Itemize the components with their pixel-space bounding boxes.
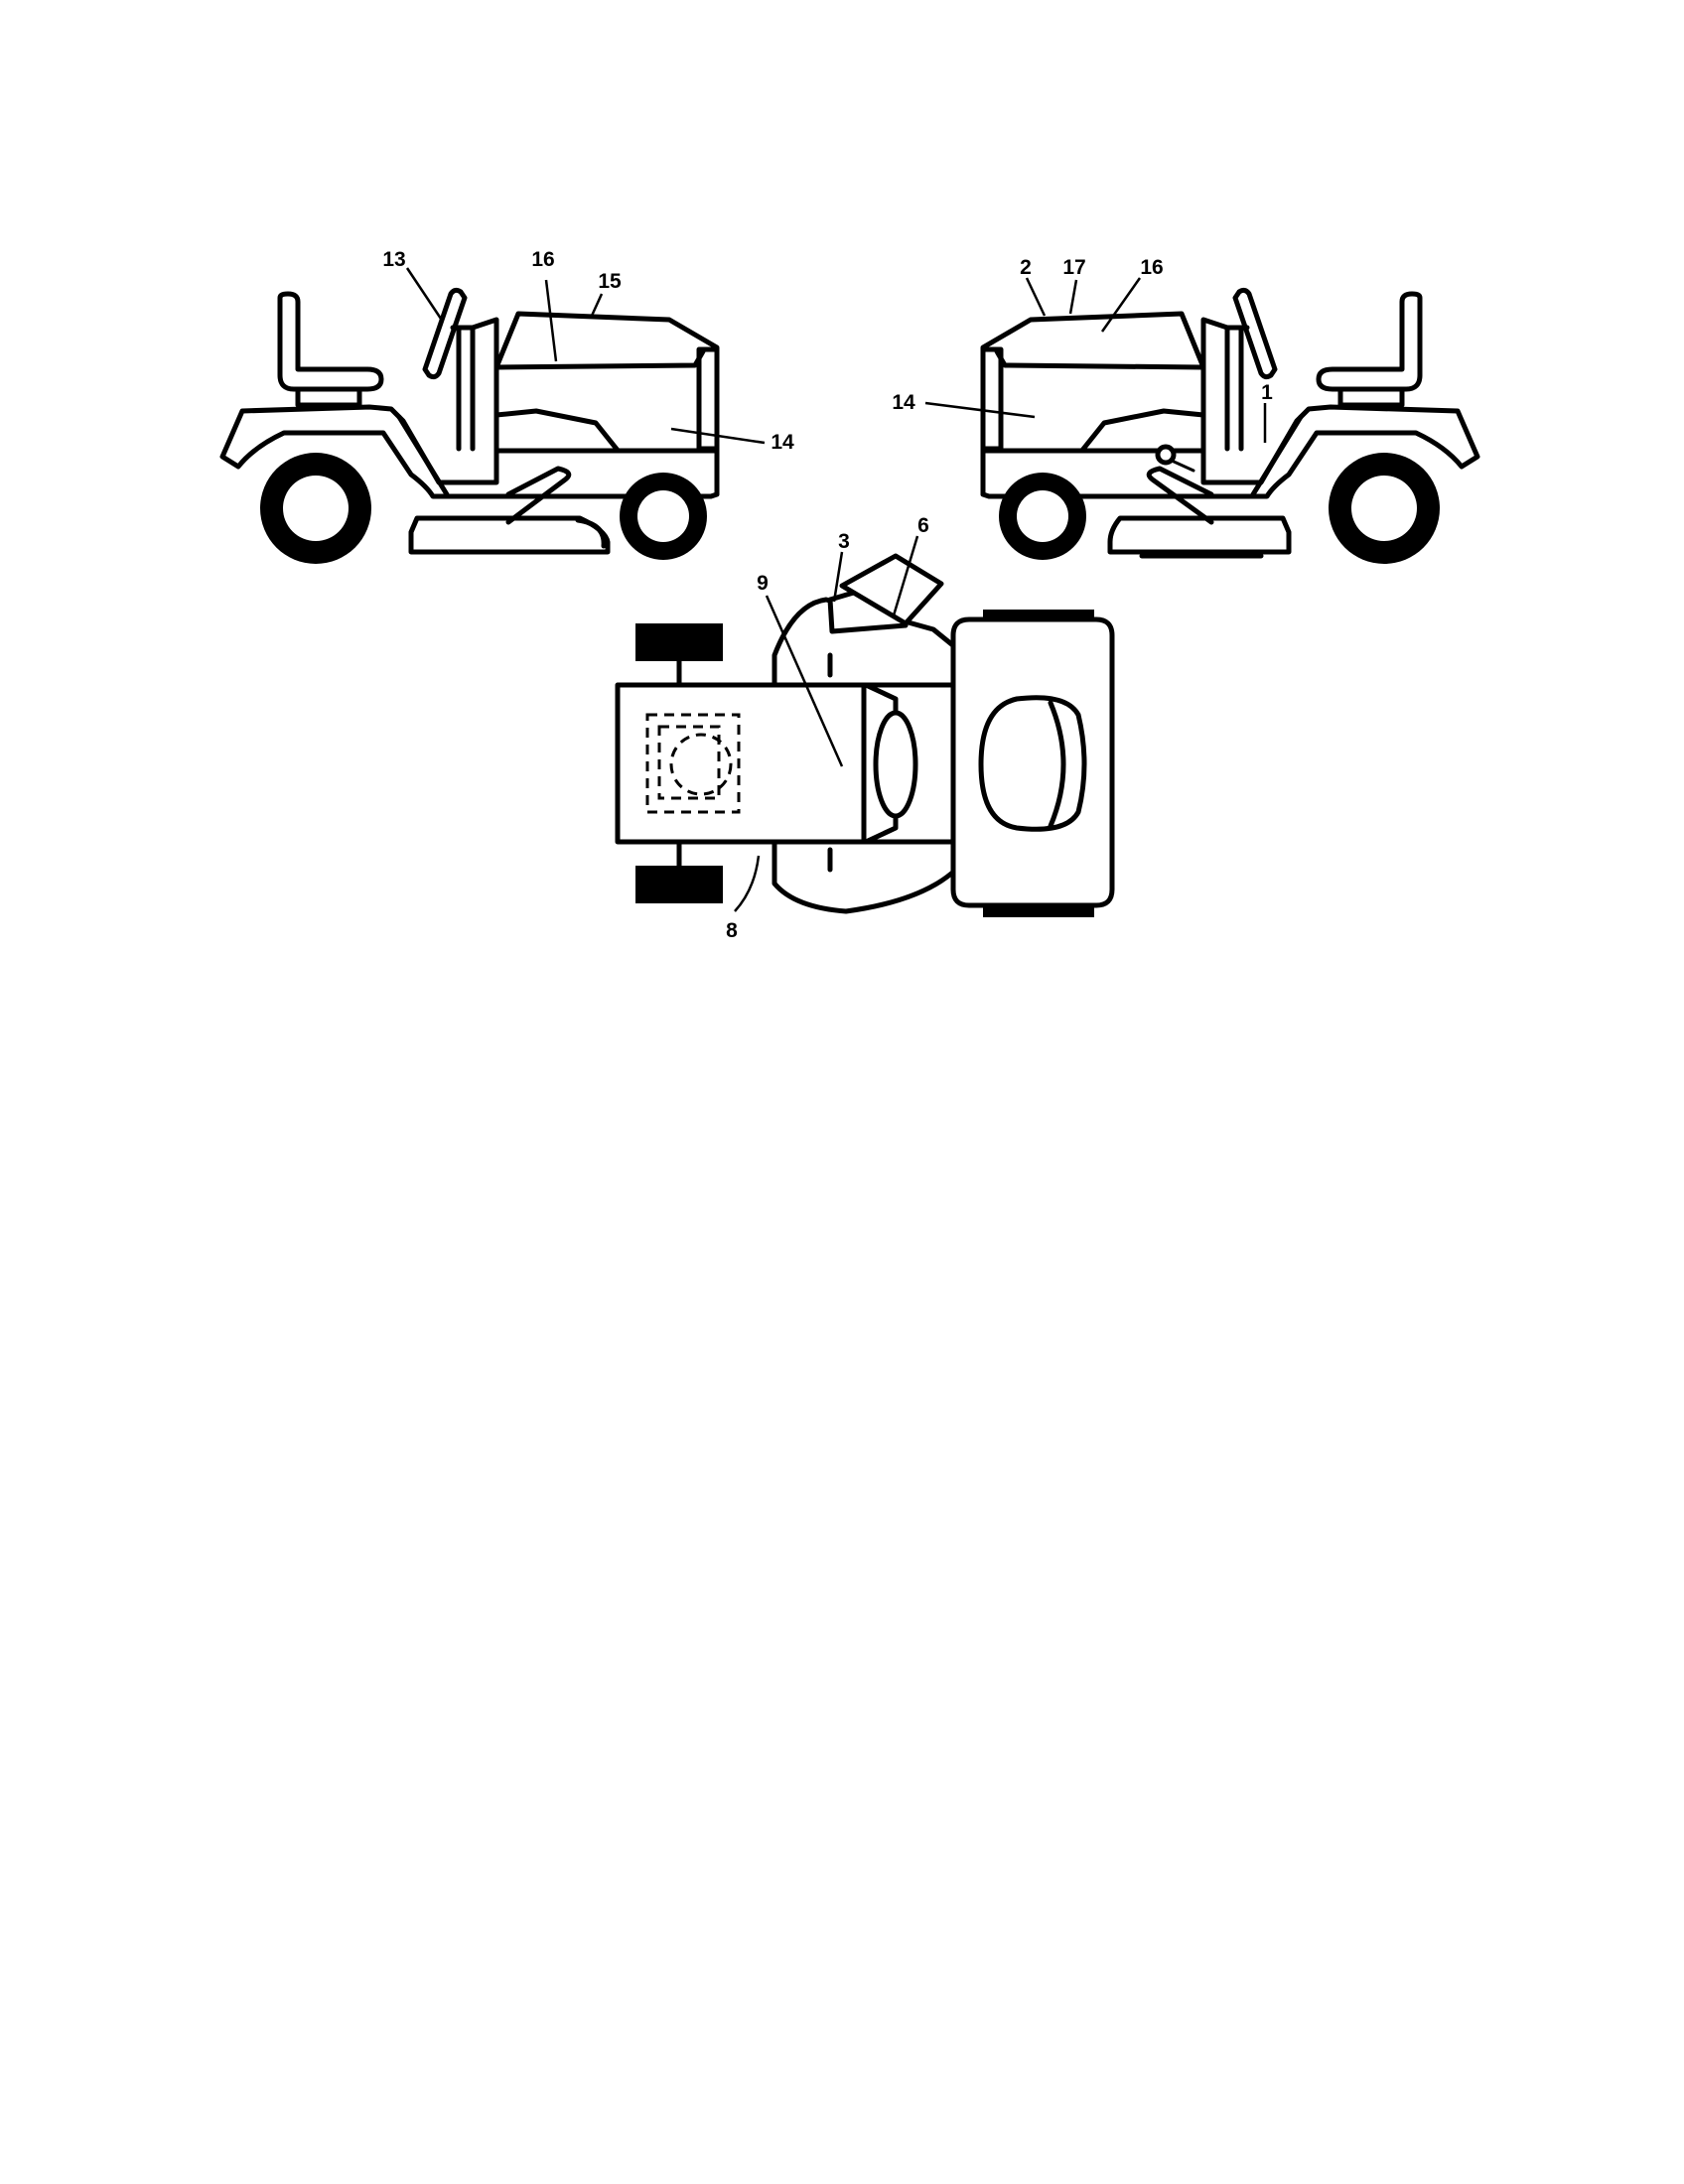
engine-outline: [645, 713, 741, 814]
callout-6: 6: [917, 514, 929, 537]
front-wheel-right: [635, 866, 723, 903]
dash-panel: [873, 710, 918, 819]
callout-16: 16: [531, 248, 554, 271]
steering-column: [450, 325, 476, 452]
callout-14: 14: [892, 391, 915, 414]
seat-base: [295, 386, 362, 408]
rear-fender: [980, 404, 1480, 499]
rear-fender: [219, 404, 720, 499]
steering-wheel: [422, 287, 468, 380]
seat: [1316, 291, 1423, 392]
front-wheel-left: [635, 623, 723, 661]
callout-8: 8: [726, 919, 738, 942]
callout-9: 9: [757, 572, 769, 595]
mower-deck: [1107, 515, 1292, 555]
callout-16: 16: [1140, 256, 1163, 279]
hood: [980, 311, 1206, 454]
callout-3: 3: [838, 530, 850, 553]
steering-wheel: [1232, 287, 1278, 380]
callout-2: 2: [1020, 256, 1032, 279]
seat-base: [1337, 386, 1405, 408]
callout-13: 13: [382, 248, 405, 271]
steering-column: [1224, 325, 1250, 452]
callout-1: 1: [1261, 381, 1273, 404]
chute-deflector: [839, 553, 944, 626]
callout-17: 17: [1062, 256, 1085, 279]
callout-14: 14: [771, 431, 794, 454]
seat: [978, 695, 1087, 832]
seat: [277, 291, 384, 392]
callout-15: 15: [598, 270, 622, 293]
ignition-key: [1155, 444, 1177, 466]
tractor-right-side-view: 2 17 16 14 1: [892, 256, 1480, 564]
tractor-top-view: 3 6 9 8: [615, 514, 1115, 942]
tractor-left-side-view: 13 16 15 14: [219, 248, 794, 564]
